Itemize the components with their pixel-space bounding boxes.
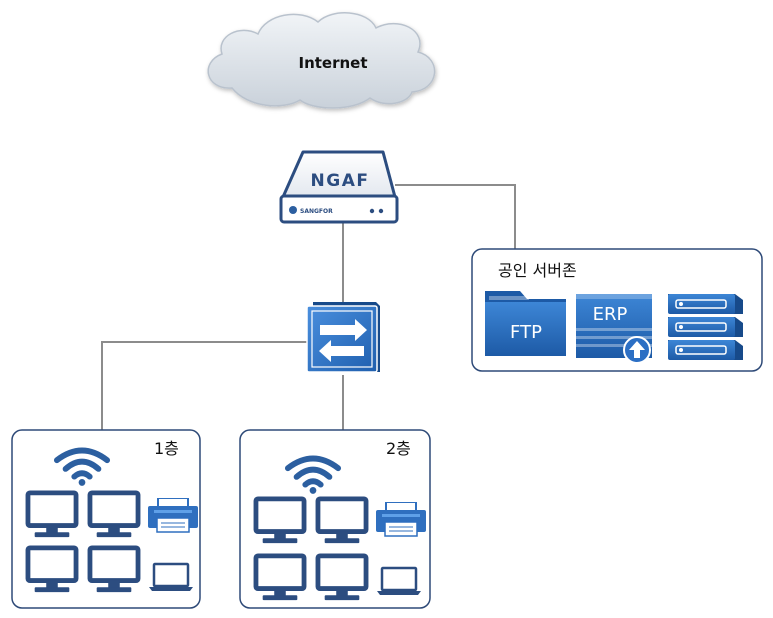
ftp-folder-icon <box>485 291 566 356</box>
ngaf-vendor-label: SANGFOR <box>300 208 333 215</box>
sangfor-logo-icon <box>289 206 297 214</box>
connection-lines <box>101 184 516 430</box>
internet-label: Internet <box>298 54 367 72</box>
ftp-label: FTP <box>510 322 542 343</box>
status-led-icon <box>369 208 375 214</box>
floor-1-label: 1층 <box>154 439 179 458</box>
internet-cloud <box>207 12 436 109</box>
ngaf-label: NGAF <box>311 171 370 191</box>
floor-1-box: 1층 <box>11 429 201 609</box>
line-ngaf-to-server-zone <box>395 184 516 250</box>
line-switch-to-floor-1 <box>101 341 307 430</box>
ngaf-firewall <box>279 150 399 224</box>
floor-2-label: 2층 <box>386 439 411 458</box>
server-zone-title: 공인 서버존 <box>498 261 577 280</box>
switch-icon <box>306 302 380 373</box>
floor-2-box: 2층 <box>239 429 431 609</box>
server-stack-icon <box>668 294 743 360</box>
erp-server-icon <box>576 294 652 364</box>
erp-label: ERP <box>593 304 628 325</box>
status-led-icon <box>378 208 384 214</box>
